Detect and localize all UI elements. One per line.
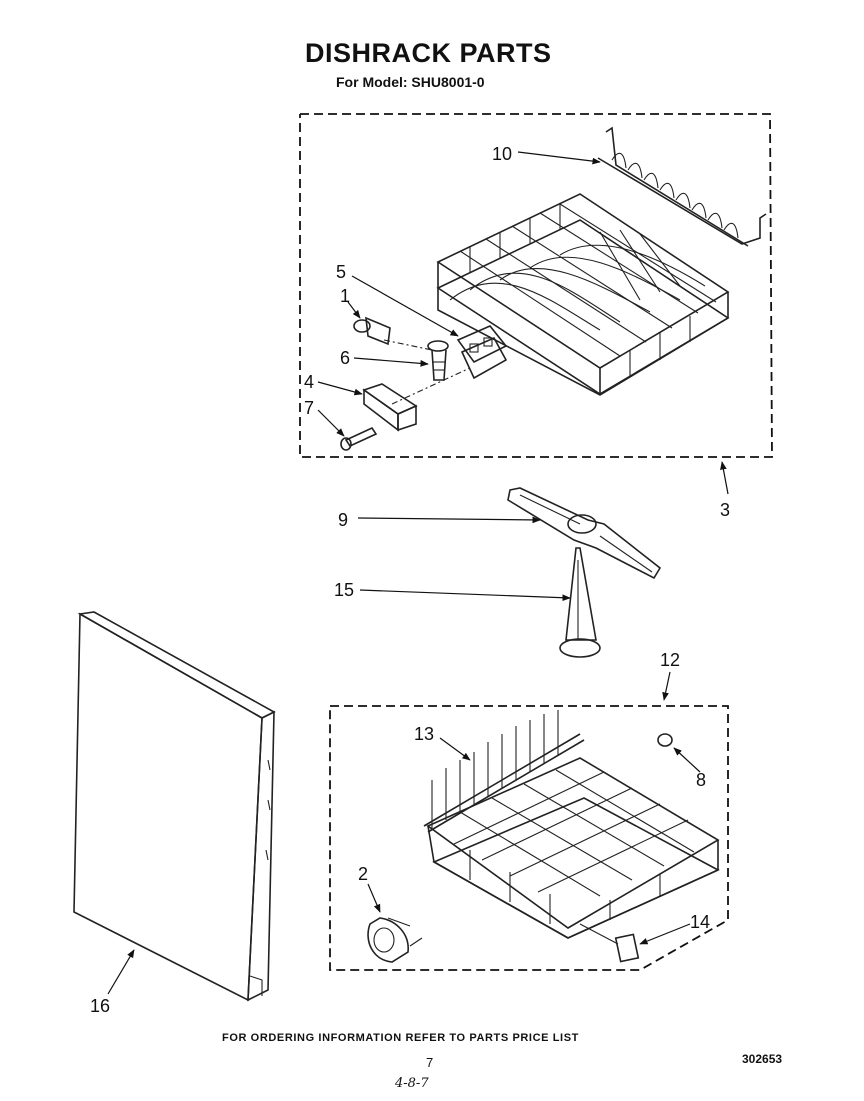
part-label-5: 5 bbox=[336, 262, 346, 282]
leader-line-9 bbox=[357, 516, 541, 524]
part-label-1: 1 bbox=[340, 286, 350, 306]
part-label-9: 9 bbox=[338, 510, 348, 530]
screw-part bbox=[340, 426, 378, 451]
part-label-14: 14 bbox=[690, 912, 710, 932]
spray-arm bbox=[507, 487, 662, 580]
roller-housing bbox=[362, 383, 418, 432]
part-label-13: 13 bbox=[414, 724, 434, 744]
model-subtitle: For Model: SHU8001-0 bbox=[336, 74, 485, 90]
leader-line-14 bbox=[639, 923, 691, 945]
leader-line-7 bbox=[317, 409, 345, 437]
cup-shelf bbox=[597, 126, 767, 247]
door-panel bbox=[73, 611, 276, 1002]
end-cap bbox=[579, 923, 640, 963]
leader-line-6 bbox=[353, 357, 429, 367]
roller-part bbox=[367, 917, 423, 963]
part-label-12: 12 bbox=[660, 650, 680, 670]
leader-line-3 bbox=[720, 461, 729, 495]
leader-line-1 bbox=[347, 301, 361, 319]
adjuster-bracket bbox=[456, 325, 508, 380]
handwritten-note: 4-8-7 bbox=[395, 1076, 429, 1091]
part-label-4: 4 bbox=[304, 372, 314, 392]
leader-line-4 bbox=[317, 381, 363, 396]
tine-row bbox=[423, 710, 585, 833]
part-label-6: 6 bbox=[340, 348, 350, 368]
leader-line-5 bbox=[351, 275, 459, 337]
leader-line-12 bbox=[662, 671, 671, 701]
part-label-2: 2 bbox=[358, 864, 368, 884]
leader-line-15 bbox=[359, 589, 571, 602]
leader-line-16 bbox=[107, 949, 135, 995]
document-number: 302653 bbox=[742, 1052, 783, 1066]
ball-part bbox=[657, 733, 673, 747]
leader-line-10 bbox=[517, 151, 601, 165]
leader-line-8 bbox=[673, 747, 701, 773]
page-number: 7 bbox=[426, 1055, 434, 1070]
lower-rack-assembly-box bbox=[329, 705, 729, 971]
part-label-16: 16 bbox=[90, 996, 110, 1016]
upper-rack-assembly-box bbox=[299, 113, 773, 458]
stud-part bbox=[427, 340, 449, 381]
upper-dishrack bbox=[436, 193, 730, 396]
page-title: DISHRACK PARTS bbox=[305, 38, 552, 68]
part-label-7: 7 bbox=[304, 398, 314, 418]
spray-tower bbox=[559, 547, 601, 658]
lower-dishrack bbox=[426, 757, 720, 939]
part-label-10: 10 bbox=[492, 144, 512, 164]
leader-line-13 bbox=[439, 737, 471, 761]
leader-line-2 bbox=[367, 883, 381, 913]
ordering-footer: FOR ORDERING INFORMATION REFER TO PARTS … bbox=[222, 1032, 579, 1044]
part-label-3: 3 bbox=[720, 500, 730, 520]
part-label-15: 15 bbox=[334, 580, 354, 600]
part-label-8: 8 bbox=[696, 770, 706, 790]
clip-part bbox=[353, 316, 391, 346]
